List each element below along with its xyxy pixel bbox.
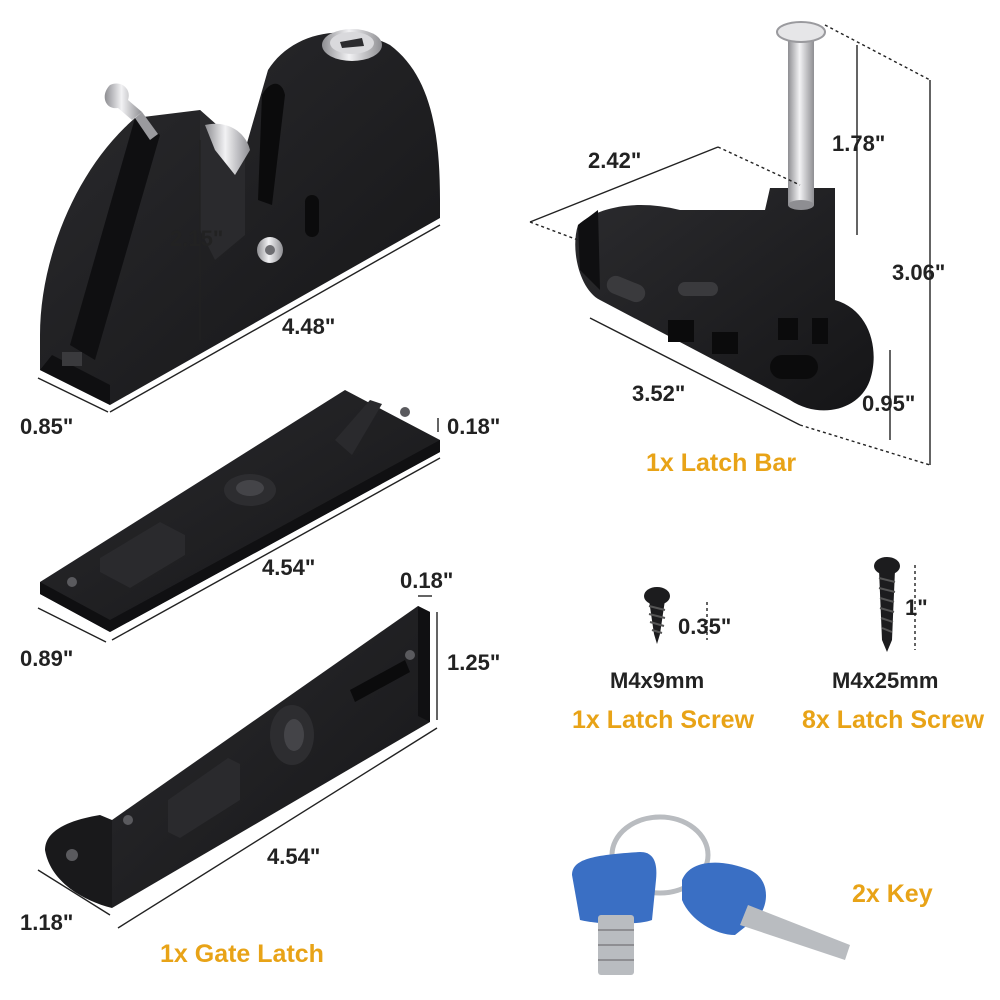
short-screw <box>644 587 670 644</box>
angle-latch-plate <box>45 606 430 908</box>
bar-height-label: 0.95" <box>862 391 916 416</box>
lock-height-label: 2.15" <box>170 226 224 251</box>
dimension-lines <box>37 24 931 929</box>
angle-thickness-label: 0.18" <box>400 568 454 593</box>
bar-base-label: 3.52" <box>632 381 686 406</box>
plate-length-label: 4.54" <box>262 555 316 580</box>
long-screw-size: M4x25mm <box>832 668 939 693</box>
keys-caption: 2x Key <box>852 880 933 908</box>
plate-width-label: 0.89" <box>20 646 74 671</box>
angle-length-label: 4.54" <box>267 844 321 869</box>
flat-latch-plate <box>40 390 440 632</box>
bar-length-label: 2.42" <box>588 148 642 173</box>
latch-bar <box>575 21 874 411</box>
key-pair <box>572 814 850 975</box>
short-screw-caption: 1x Latch Screw <box>572 706 755 734</box>
angle-width-label: 1.18" <box>20 910 74 935</box>
long-screw-length-label: 1" <box>905 595 928 620</box>
angle-height-label: 1.25" <box>447 650 501 675</box>
plate-thickness-label: 0.18" <box>447 414 501 439</box>
long-screw <box>874 557 900 652</box>
short-screw-length-label: 0.35" <box>678 614 732 639</box>
gate-latch-caption: 1x Gate Latch <box>160 940 324 968</box>
lock-width-label: 0.85" <box>20 414 74 439</box>
gate-lock-body <box>40 29 440 406</box>
lock-length-label: 4.48" <box>282 314 336 339</box>
short-screw-size: M4x9mm <box>610 668 705 693</box>
bar-pin-label: 1.78" <box>832 131 886 156</box>
latch-bar-caption: 1x Latch Bar <box>646 449 797 477</box>
long-screw-caption: 8x Latch Screw <box>802 706 985 734</box>
bar-total-label: 3.06" <box>892 260 946 285</box>
